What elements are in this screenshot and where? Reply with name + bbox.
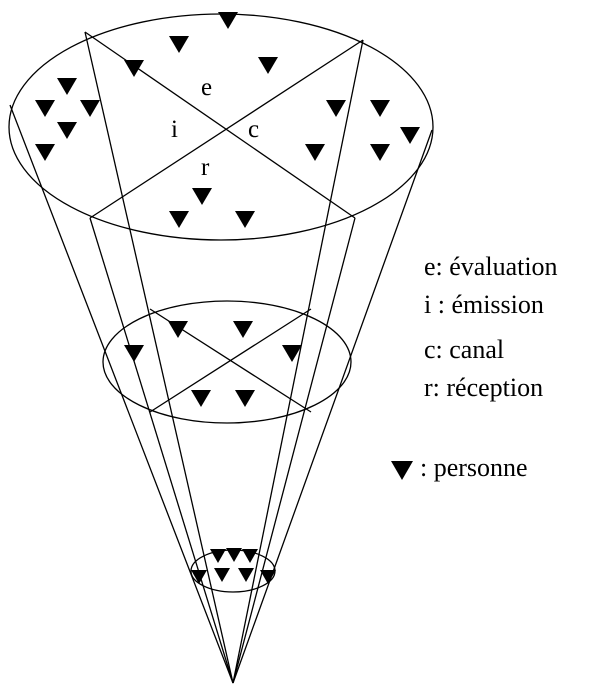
person-icon [370,144,390,161]
top-cross-1 [84,31,356,219]
person-icon [192,188,212,205]
sector-label-r: r [201,154,210,181]
person-icon [168,321,188,338]
inner-line-1 [84,31,234,684]
person-icon [210,549,226,563]
person-icon [242,549,258,563]
person-icon [214,568,230,582]
person-icon [260,570,276,584]
legend-emission: i : émission [424,290,544,319]
person-icon [226,548,242,562]
person-icon [169,36,189,53]
person-icon [124,345,144,362]
sector-label-i: i [171,116,178,143]
middle-ellipse [102,300,352,424]
person-icon [191,390,211,407]
legend: e: évaluation i : émission c: canal r: r… [391,252,558,482]
inner-line-2 [232,39,364,684]
person-icon [191,570,207,584]
person-icon [57,122,77,139]
cone-inner-lines [84,31,364,684]
person-icon [258,57,278,74]
cone-right-edge [232,129,433,684]
legend-evaluation: e: évaluation [424,252,558,281]
cone-outline [9,104,433,684]
person-icon [218,12,238,29]
person-icon [238,568,254,582]
person-icon [124,60,144,77]
sector-label-e: e [201,74,212,101]
person-icon [35,144,55,161]
person-icon [80,100,100,117]
legend-person-icon [391,461,413,480]
sector-label-c: c [248,116,259,143]
inner-line-4 [232,217,356,684]
legend-reception: r: réception [424,373,543,402]
top-cross-2 [89,39,364,219]
person-icon [305,144,325,161]
person-icon [326,100,346,117]
person-icon [282,345,302,362]
person-icon [235,211,255,228]
person-icon [370,100,390,117]
inner-line-3 [89,217,234,684]
person-icon [169,211,189,228]
person-markers [35,12,420,584]
legend-canal: c: canal [424,335,504,364]
middle-cross-2 [149,308,312,413]
legend-person: : personne [420,453,528,482]
person-icon [235,390,255,407]
person-icon [233,321,253,338]
person-icon [35,100,55,117]
person-icon [400,127,420,144]
person-icon [57,78,77,95]
